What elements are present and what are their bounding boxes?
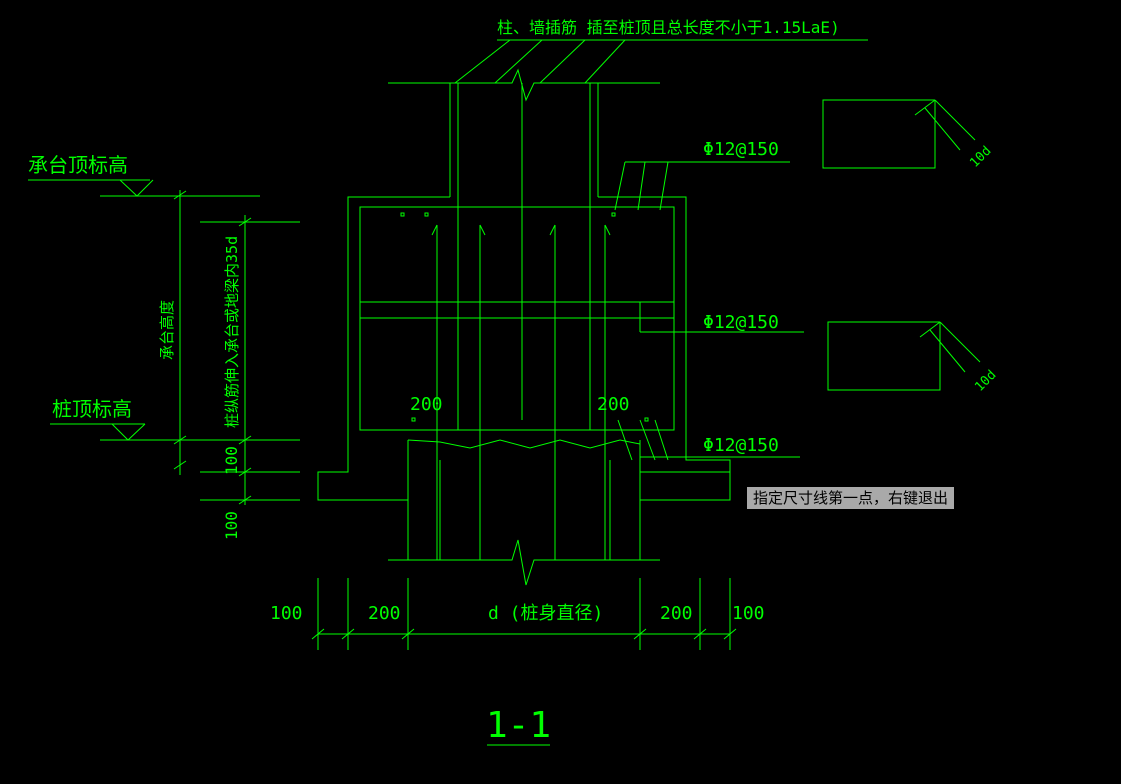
rebar-leaders xyxy=(614,161,800,461)
top-note-leader xyxy=(454,39,868,84)
rebar-dots xyxy=(400,212,649,422)
pile-top-elevation-marker xyxy=(50,423,300,441)
command-tooltip: 指定尺寸线第一点，右键退出 xyxy=(747,487,955,509)
hook-label-mid: 10d xyxy=(972,368,999,395)
pile-top-elevation-label: 桩顶标高 xyxy=(52,397,132,421)
vertical-rebars xyxy=(431,224,611,560)
dim-100-vertical-1: 100 xyxy=(222,446,241,475)
dim-bottom-100-right: 100 xyxy=(732,603,765,624)
rebar-label-mid: Φ12@150 xyxy=(703,312,779,333)
cap-top-elevation-label: 承台顶标高 xyxy=(28,153,128,177)
dim-bottom-100-left: 100 xyxy=(270,603,303,624)
cap-height-label: 承台高度 xyxy=(158,300,176,360)
column-outline xyxy=(388,68,660,430)
rebar-label-top: Φ12@150 xyxy=(703,139,779,160)
section-label: 1-1 xyxy=(486,705,551,746)
pile-body xyxy=(388,439,660,586)
dim-bottom-200-right: 200 xyxy=(660,603,693,624)
dim-100-vertical-2: 100 xyxy=(222,511,241,540)
dim-bottom-diameter: d (桩身直径) xyxy=(488,603,603,624)
dim-200-right: 200 xyxy=(597,394,630,415)
top-note-text: 柱、墙插筋 插至桩顶且总长度不小于1.15LaE) xyxy=(497,18,840,37)
anchor-note-label: 桩纵筋伸入承台或地梁内35d xyxy=(223,236,241,428)
cap-top-elevation-marker xyxy=(28,179,260,197)
dim-200-left: 200 xyxy=(410,394,443,415)
hook-detail-top xyxy=(822,99,976,169)
vertical-dimensions xyxy=(173,190,300,505)
bottom-dimensions xyxy=(311,578,737,650)
hook-detail-mid xyxy=(827,321,981,391)
dim-bottom-200-left: 200 xyxy=(368,603,401,624)
hook-label-top: 10d xyxy=(967,144,994,171)
rebar-label-bottom: Φ12@150 xyxy=(703,435,779,456)
